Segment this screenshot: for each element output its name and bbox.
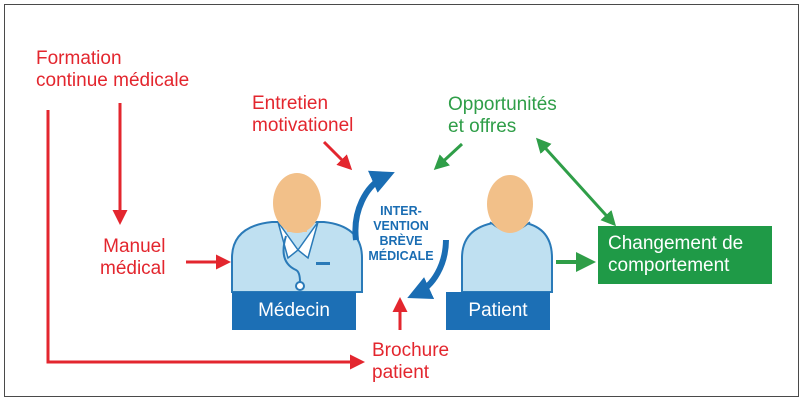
outcome-line1: Changement de: [608, 233, 744, 254]
center-line3: BRÈVE: [379, 234, 423, 248]
label-entretien-line2: motivationel: [252, 115, 354, 136]
patient-head: [487, 175, 533, 233]
doctor-neck: [287, 222, 307, 232]
doctor-figure: [231, 173, 363, 293]
arrow-opportunites-outcome-bidirectional: [535, 137, 617, 227]
label-opportunites: Opportunités et offres: [448, 94, 557, 138]
doctor-label: Médecin: [258, 300, 330, 321]
center-line4: MÉDICALE: [368, 249, 434, 263]
center-line2: VENTION: [373, 219, 429, 233]
label-formation: Formation continue médicale: [36, 48, 189, 92]
label-formation-line1: Formation: [36, 48, 122, 69]
label-opportunites-line2: et offres: [448, 116, 517, 137]
doctor-body: [231, 221, 363, 293]
label-entretien: Entretien motivationel: [252, 93, 353, 137]
arrow-formation-to-brochure: [46, 110, 365, 370]
label-entretien-line1: Entretien: [252, 93, 329, 114]
cycle-arrow-bottom: [407, 239, 449, 299]
patient-label: Patient: [468, 300, 528, 321]
label-manuel-line1: Manuel: [103, 236, 166, 257]
arrow-opportunites-to-center: [433, 142, 464, 171]
label-formation-line2: continue médicale: [36, 70, 190, 91]
label-manuel-line2: médical: [100, 258, 166, 279]
label-brochure-line1: Brochure: [372, 340, 450, 361]
center-line1: INTER-: [380, 204, 422, 218]
cycle-arrow-top: [352, 170, 395, 241]
arrow-entretien-to-center: [322, 140, 353, 171]
diagram-frame: [4, 4, 799, 397]
center-intervention-text: INTER- VENTION BRÈVE MÉDICALE: [351, 204, 451, 264]
doctor-head: [273, 173, 321, 233]
outcome-label: Changement de comportement: [600, 233, 743, 277]
outcome-box: [598, 226, 772, 284]
doctor-collar-left: [277, 221, 300, 260]
doctor-pocket-pen: [316, 262, 330, 265]
doctor-box: [232, 292, 356, 330]
label-brochure-line2: patient: [372, 362, 430, 383]
outcome-line2: comportement: [608, 255, 730, 276]
stethoscope-icon: [282, 235, 301, 283]
label-brochure: Brochure patient: [372, 340, 449, 384]
patient-box: [446, 292, 550, 330]
label-manuel: Manuel médical: [100, 236, 165, 280]
label-opportunites-line1: Opportunités: [448, 94, 557, 115]
patient-figure: [461, 175, 553, 293]
doctor-collar-right: [296, 221, 319, 260]
